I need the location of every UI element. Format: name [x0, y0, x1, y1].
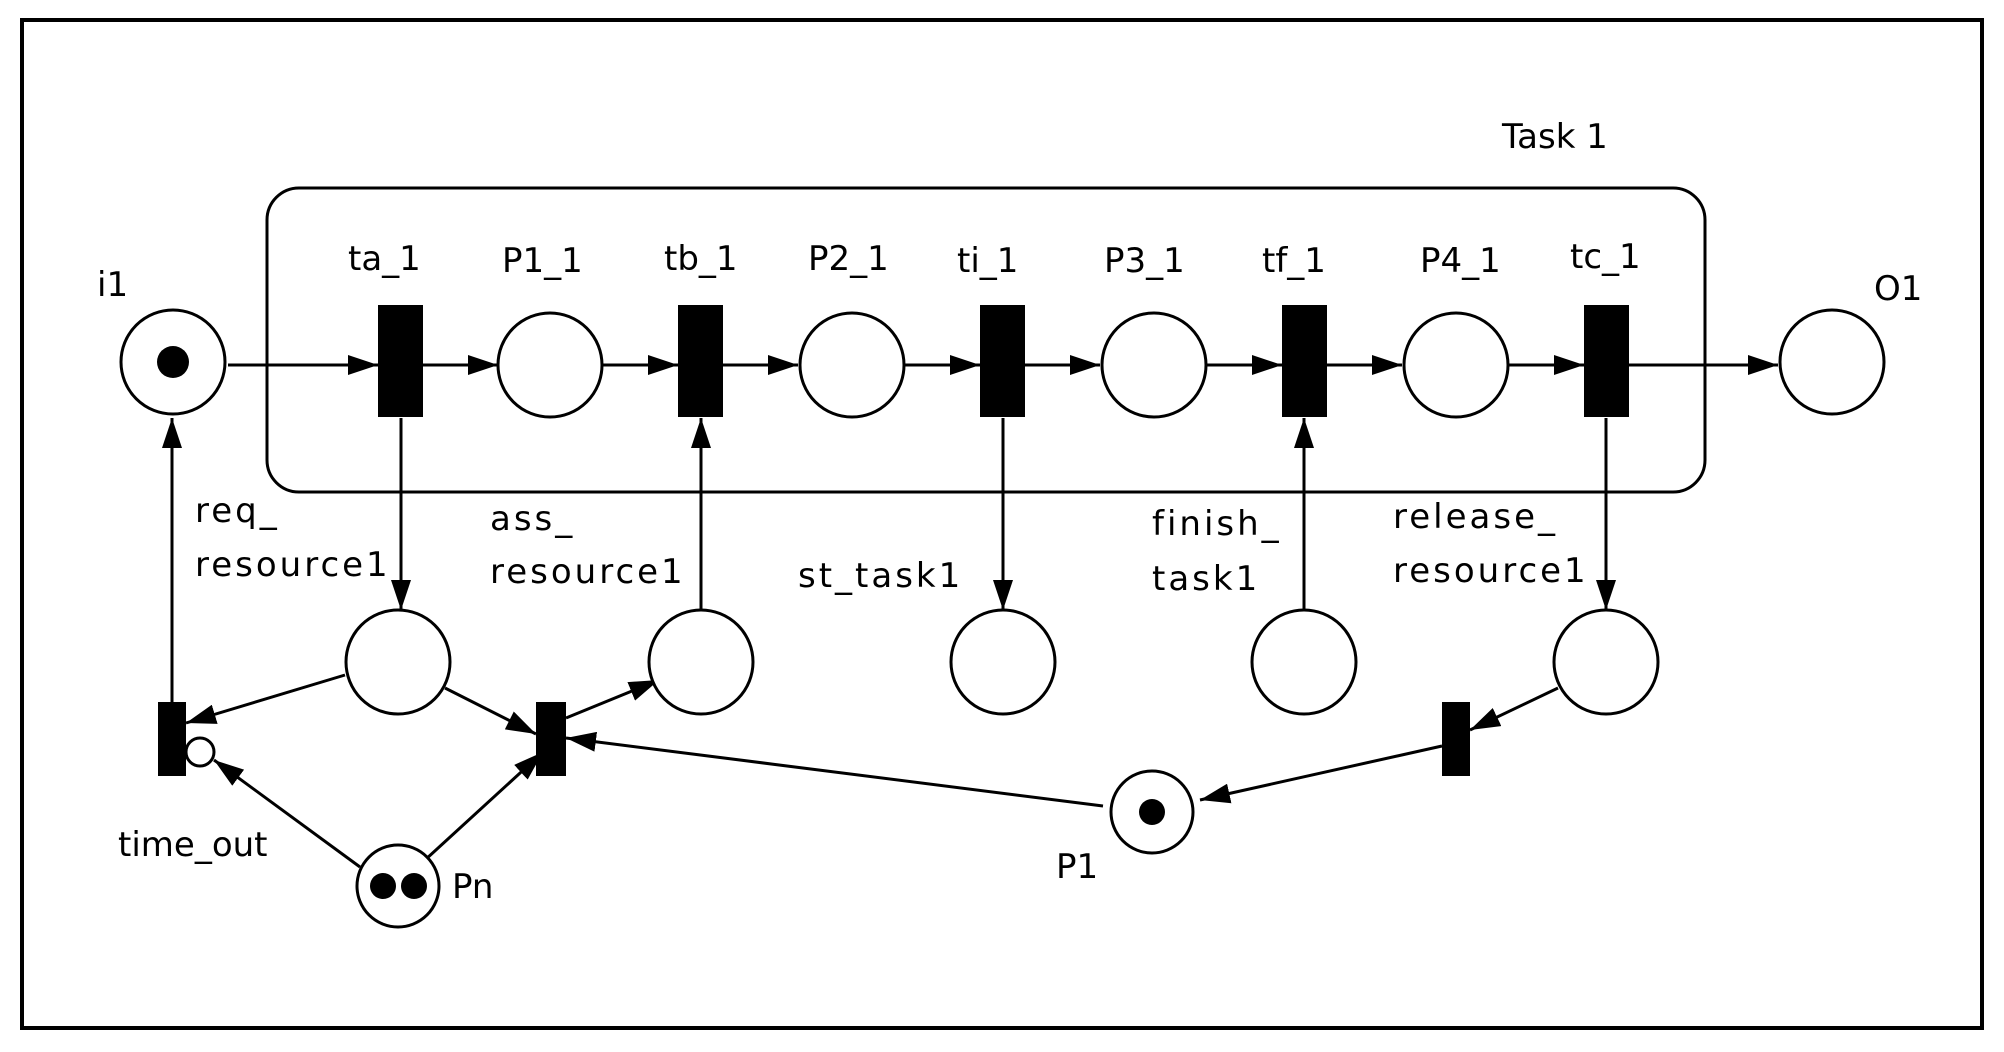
token-i1 [157, 346, 189, 378]
label-P3_1: P3_1 [1104, 241, 1185, 281]
label-release-line2: resource1 [1393, 551, 1589, 591]
label-release-line1: release_ [1393, 497, 1558, 537]
place-labels: i1 P1_1 P2_1 P3_1 P4_1 O1 Pn P1 [97, 239, 1922, 907]
place-release-resource1 [1552, 608, 1660, 716]
label-P2_1: P2_1 [808, 239, 889, 279]
label-Pn: Pn [452, 867, 493, 907]
token-Pn-1 [370, 873, 396, 899]
token-P1 [1139, 799, 1165, 825]
task-container [265, 186, 1707, 494]
label-P4_1: P4_1 [1420, 241, 1501, 281]
place-P1_1 [496, 311, 604, 419]
transition-labels: ta_1 tb_1 ti_1 tf_1 tc_1 time_out [118, 237, 1641, 865]
transition-release [1442, 702, 1470, 776]
interface-labels: req_ resource1 ass_ resource1 st_task1 f… [195, 491, 1589, 599]
transition-ti_1 [980, 305, 1025, 417]
places [119, 308, 1886, 929]
resource-arcs [162, 418, 1559, 869]
transition-tb_1 [678, 305, 723, 417]
label-P1: P1 [1056, 847, 1098, 887]
place-O1 [1778, 308, 1886, 416]
label-ta_1: ta_1 [348, 239, 421, 279]
label-req-line2: resource1 [195, 545, 391, 585]
label-ass-line2: resource1 [490, 552, 686, 592]
label-ti_1: ti_1 [957, 241, 1018, 281]
interface-arcs [391, 418, 1616, 610]
label-req-line1: req_ [195, 491, 280, 531]
label-finish-line2: task1 [1152, 559, 1260, 599]
label-finish-line1: finish_ [1152, 504, 1282, 544]
transition-ta_1 [378, 305, 423, 417]
place-st-task1 [949, 608, 1057, 716]
label-st-task: st_task1 [798, 556, 963, 596]
place-Pn [355, 843, 441, 929]
place-P3_1 [1100, 311, 1208, 419]
place-ass-resource1 [647, 608, 755, 716]
label-ass-line1: ass_ [490, 499, 575, 539]
label-O1: O1 [1874, 269, 1922, 309]
transitions [158, 305, 1629, 776]
transition-assign [536, 702, 566, 776]
place-req-resource1 [344, 608, 452, 716]
task-title: Task 1 [1501, 117, 1608, 157]
label-tc_1: tc_1 [1570, 237, 1641, 277]
inhibitor-circle [184, 736, 216, 768]
outer-frame [20, 18, 1984, 1030]
transition-time_out [158, 702, 186, 776]
transition-tf_1 [1282, 305, 1327, 417]
token-Pn-2 [401, 873, 427, 899]
transition-tc_1 [1584, 305, 1629, 417]
label-time_out: time_out [118, 825, 268, 865]
place-P4_1 [1402, 311, 1510, 419]
label-tf_1: tf_1 [1262, 241, 1326, 281]
label-P1_1: P1_1 [502, 241, 583, 281]
label-tb_1: tb_1 [664, 239, 738, 279]
place-finish-task1 [1250, 608, 1358, 716]
label-i1: i1 [97, 265, 128, 305]
place-P2_1 [798, 311, 906, 419]
